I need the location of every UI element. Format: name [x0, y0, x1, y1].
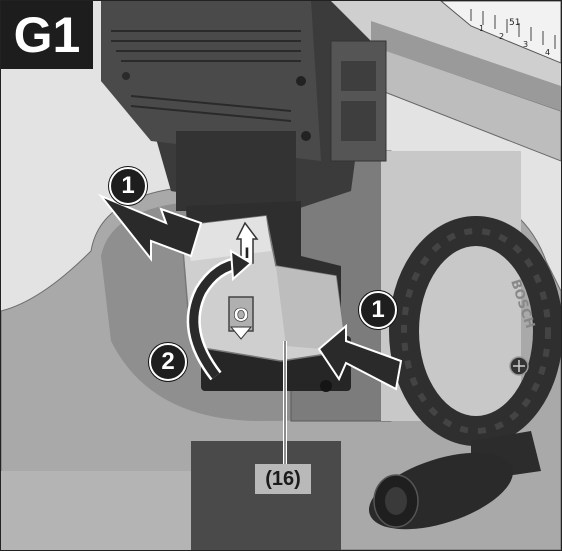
switch-screw — [320, 380, 332, 392]
housing-vents — [111, 30, 301, 122]
housing-lower-block — [176, 131, 296, 211]
step-badge-1-left: 1 — [109, 167, 147, 205]
on-symbol: I — [244, 246, 249, 262]
part-callout-16: (16) — [255, 464, 311, 494]
fence-rail-top — [371, 21, 561, 111]
crank-knob-cap — [385, 487, 407, 515]
screw-1 — [296, 76, 306, 86]
ruler-mark-51: 51 — [509, 18, 520, 28]
on-arrow-icon — [235, 221, 259, 264]
figure-label: G1 — [1, 1, 93, 69]
clamp-detail-1 — [341, 61, 376, 91]
crank-wheel-grip — [401, 228, 551, 434]
step-badge-1-right: 1 — [359, 291, 397, 329]
ruler-mark-1: 1 — [479, 24, 484, 33]
lower-base-left — [1, 471, 191, 550]
ruler-mark-4: 4 — [545, 48, 550, 57]
clamp-detail-2 — [341, 101, 376, 141]
rotate-arrow-icon — [189, 258, 242, 379]
press-arrow-left-icon — [97, 193, 203, 262]
rotate-arrow-head-icon — [229, 249, 253, 282]
step-badge-2: 2 — [149, 343, 187, 381]
lower-base-block — [191, 441, 341, 550]
ruler-mark-3: 3 — [523, 40, 528, 49]
ruler-mark-2: 2 — [499, 32, 504, 41]
ruler-ticks — [470, 9, 556, 49]
switch-paddle-side — [276, 266, 346, 351]
press-arrow-right-icon — [317, 323, 403, 391]
screw-3 — [122, 72, 130, 80]
off-symbol: O — [233, 305, 248, 326]
screw-2 — [301, 131, 311, 141]
off-arrow-icon — [229, 326, 253, 340]
